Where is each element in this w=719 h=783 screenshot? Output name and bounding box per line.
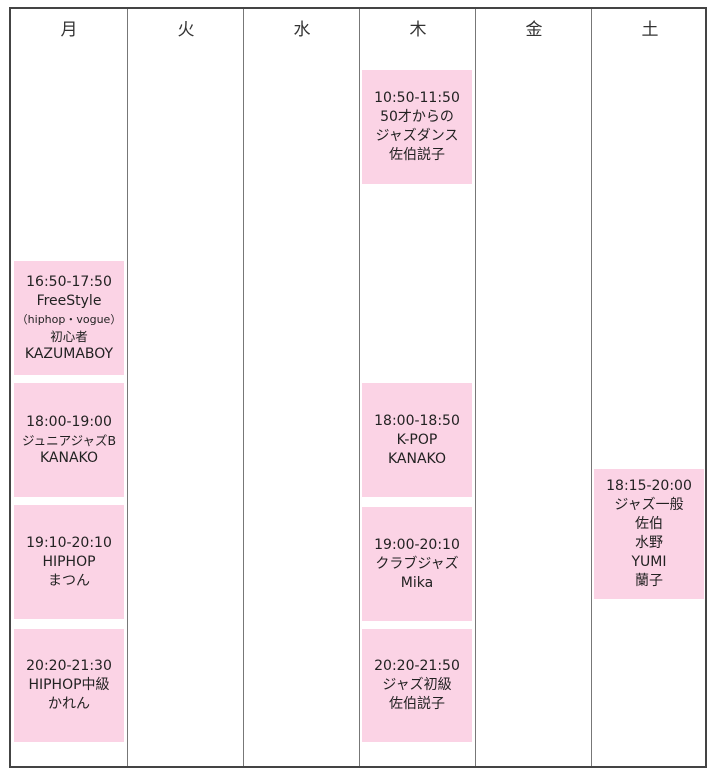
class-block-sat-1815[interactable]: 18:15-20:00 ジャズ一般 佐伯 水野 YUMI 蘭子 [594,469,704,599]
class-instructor: KAZUMABOY [24,345,114,362]
class-instructor: かれん [48,696,90,712]
class-title: ジャズ一般 [614,497,684,513]
class-title: ジャズダンス [375,128,459,144]
class-title: HIPHOP中級 [28,677,110,693]
class-time: 20:20-21:50 [374,658,460,674]
class-title: ジュニアジャズB [21,432,117,448]
day-header-saturday: 土 [641,20,659,40]
class-subtitle: （hiphop・vogue） [16,312,122,326]
class-instructor: 佐伯説子 [389,147,445,163]
class-block-thu-1900[interactable]: 19:00-20:10 クラブジャズ Mika [362,507,472,621]
class-block-mon-1910[interactable]: 19:10-20:10 HIPHOP まつん [14,505,124,619]
class-block-thu-1800[interactable]: 18:00-18:50 K-POP KANAKO [362,383,472,497]
class-time: 18:00-18:50 [374,412,460,429]
class-instructor: 蘭子 [635,573,663,589]
class-instructor: 水野 [635,535,663,551]
class-instructor: まつん [48,572,90,589]
class-instructor: YUMI [631,554,667,570]
day-header-wednesday: 水 [293,20,311,40]
class-title: K-POP [396,431,438,448]
class-time: 19:10-20:10 [26,534,112,551]
class-instructor: 佐伯 [635,516,663,532]
class-level: 初心者 [50,328,88,344]
class-title: HIPHOP [42,553,96,570]
class-time: 19:00-20:10 [374,536,460,553]
day-header-thursday: 木 [409,20,427,40]
column-monday: 月 [11,9,127,766]
class-title: クラブジャズ [375,555,459,572]
class-instructor: 佐伯説子 [389,696,445,712]
day-header-monday: 月 [60,20,78,40]
timetable: 月 火 水 木 金 土 10:50-11:50 50才からの ジャズダンス 佐伯… [9,7,707,768]
class-title: 50才からの [380,109,454,125]
column-wednesday: 水 [243,9,360,766]
class-time: 20:20-21:30 [26,658,112,674]
column-friday: 金 [475,9,592,766]
class-time: 16:50-17:50 [26,273,112,290]
column-saturday: 土 [591,9,708,766]
class-instructor: KANAKO [388,450,446,467]
class-block-mon-1800[interactable]: 18:00-19:00 ジュニアジャズB KANAKO [14,383,124,497]
class-time: 18:00-19:00 [26,413,112,430]
class-block-thu-1050[interactable]: 10:50-11:50 50才からの ジャズダンス 佐伯説子 [362,70,472,184]
class-block-mon-1650[interactable]: 16:50-17:50 FreeStyle （hiphop・vogue） 初心者… [14,261,124,375]
class-instructor: Mika [400,574,434,591]
class-block-thu-2020[interactable]: 20:20-21:50 ジャズ初級 佐伯説子 [362,629,472,742]
day-header-friday: 金 [525,20,543,40]
day-header-tuesday: 火 [177,20,195,40]
class-block-mon-2020[interactable]: 20:20-21:30 HIPHOP中級 かれん [14,629,124,742]
class-time: 18:15-20:00 [606,478,692,494]
class-instructor: KANAKO [40,449,98,466]
class-title: FreeStyle [36,292,102,309]
class-time: 10:50-11:50 [374,90,460,106]
column-thursday: 木 [359,9,476,766]
column-tuesday: 火 [127,9,244,766]
class-title: ジャズ初級 [382,677,452,693]
